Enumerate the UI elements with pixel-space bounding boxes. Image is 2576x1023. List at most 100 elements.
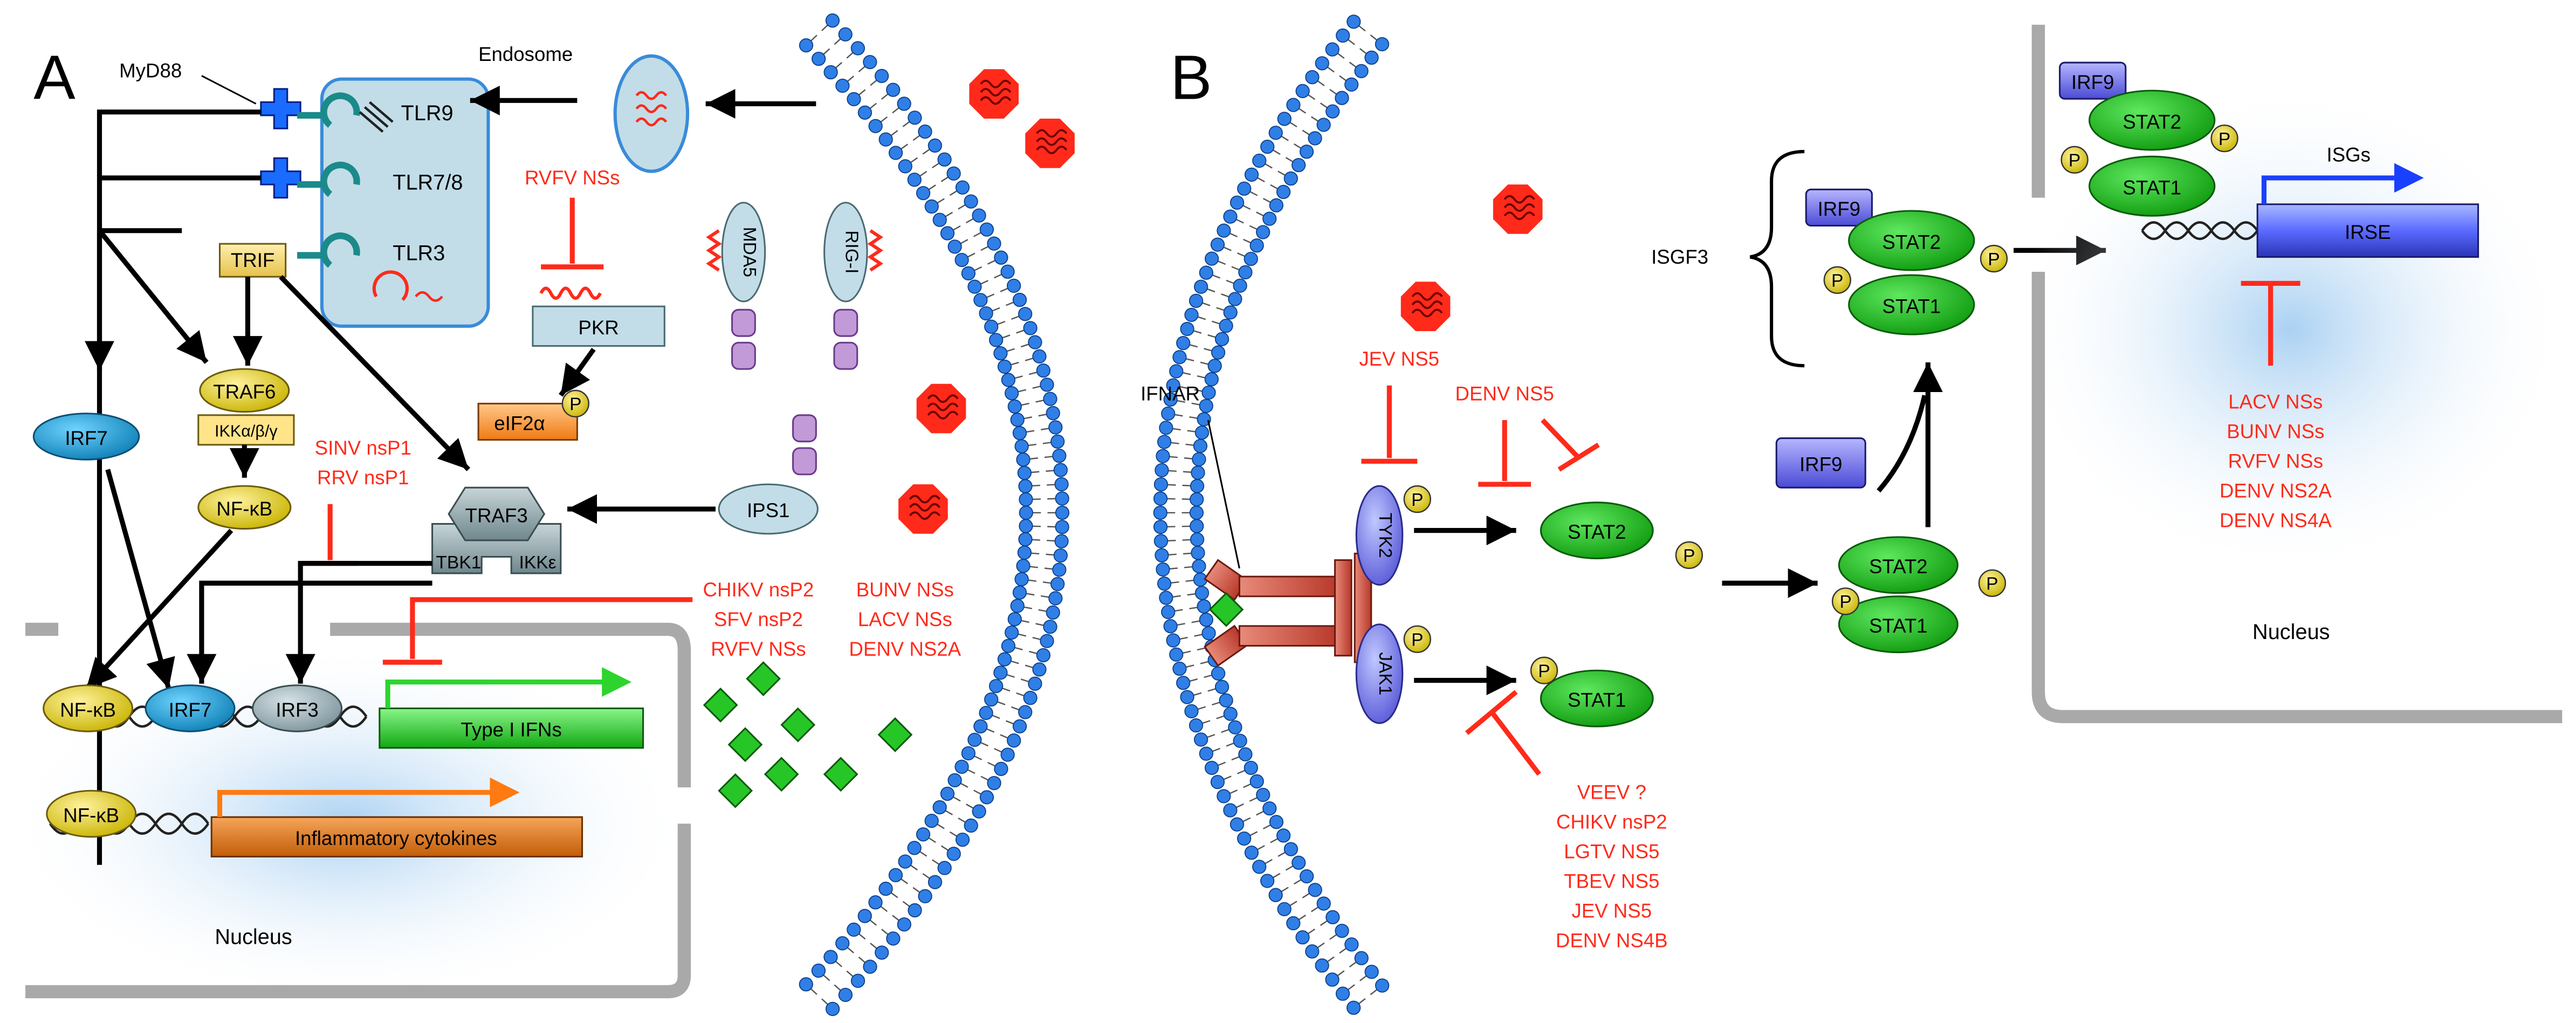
ikk-complex-label: IKKα/β/γ — [215, 422, 278, 441]
lipid-head — [1199, 399, 1213, 413]
lipid-head — [973, 293, 988, 307]
lipid-head — [863, 959, 877, 974]
lipid-head — [1219, 318, 1233, 333]
traf6-node — [199, 368, 290, 413]
lipid-head — [1199, 746, 1213, 761]
lipid-head — [1277, 902, 1292, 916]
inhibitor-denv-ns2a-b: DENV NS2A — [2220, 480, 2332, 502]
lipid-head — [993, 346, 1008, 361]
lipid-head — [946, 166, 961, 181]
lipid-head — [799, 977, 813, 992]
irf7-nuclear — [145, 684, 236, 732]
lipid-head — [993, 665, 1008, 680]
type1-ifn-gene — [379, 708, 644, 749]
nucleus-b-label: Nucleus — [2252, 620, 2330, 644]
lipid-head — [1295, 930, 1310, 945]
inhibitor-jak-stem — [1489, 710, 1541, 776]
stat1-phospho: P — [1538, 662, 1550, 682]
lipid-head — [1189, 505, 1204, 520]
stat2-phospho: P — [1683, 546, 1695, 566]
isgf3-irf9-label: IRF9 — [1818, 198, 1860, 220]
lipid-head — [1005, 625, 1019, 640]
lipid-head — [1032, 349, 1047, 364]
heterodimer-stat1-label: STAT1 — [1869, 615, 1928, 637]
traf6-label: TRAF6 — [213, 381, 276, 403]
heterodimer-stat1 — [1838, 595, 1959, 654]
stat2-phosphorylated — [1540, 502, 1654, 560]
lipid-head — [1000, 264, 1015, 279]
dna-irse — [2141, 221, 2259, 241]
nuclear-phospho-1: P — [2218, 129, 2230, 149]
lipid-head — [1019, 519, 1033, 533]
lipid-head — [1194, 279, 1208, 294]
lipid-head — [967, 732, 982, 747]
lipid-head — [1153, 534, 1169, 548]
lipid-head — [1023, 321, 1038, 335]
lipid-head — [1228, 292, 1242, 306]
lipid-head — [863, 55, 877, 70]
trif-box — [218, 243, 287, 278]
irf9-free — [1775, 437, 1866, 489]
nuclear-phospho-2: P — [2069, 151, 2080, 171]
endosome-bubble — [613, 54, 690, 173]
lipid-head — [979, 306, 993, 321]
lipid-head — [1172, 350, 1187, 365]
lipid-head — [1156, 449, 1170, 463]
lipid-head — [1053, 548, 1068, 563]
lipid-head — [947, 239, 962, 254]
lipid-head — [988, 333, 1004, 347]
eif2a-label: eIF2α — [494, 412, 545, 434]
lipid-head — [1028, 335, 1042, 349]
lipid-head — [1300, 869, 1314, 884]
lipid-head — [897, 917, 911, 932]
lipid-head — [955, 180, 970, 195]
nfkb-nuclear-2-label: NF-κB — [63, 804, 119, 826]
lipid-head — [1228, 720, 1242, 734]
lipid-head — [1335, 91, 1349, 105]
stat1-phosphorylated — [1540, 669, 1654, 727]
nuclear-stat2-label: STAT2 — [2122, 111, 2181, 133]
inhibitor-jev-ns5-top: JEV NS5 — [1359, 348, 1439, 370]
myd88-signal-lines — [85, 109, 471, 865]
inhibitor-denv-bar-2 — [1557, 442, 1600, 472]
inhibitor-denv-ns4a: DENV NS4A — [2220, 510, 2332, 532]
inhibitor-lacv-nss-b: LACV NSs — [2228, 391, 2323, 413]
lipid-head — [1354, 951, 1369, 965]
plasma-membrane-a — [799, 13, 1070, 1017]
lipid-head — [972, 208, 986, 223]
inflammatory-gene — [210, 816, 583, 857]
lipid-head — [1286, 916, 1301, 931]
lipid-head — [1223, 803, 1238, 818]
myd88-shape-2 — [260, 157, 301, 199]
lipid-head — [1018, 479, 1033, 493]
tbk1-signal-lines — [187, 561, 432, 684]
lipid-head — [1036, 648, 1050, 663]
lipid-head — [888, 868, 903, 882]
inflammatory-label: Inflammatory cytokines — [295, 827, 497, 849]
isgf3-stat1 — [1848, 274, 1975, 335]
lipid-head — [1007, 399, 1022, 414]
lipid-head — [1155, 463, 1169, 478]
lipid-head — [997, 359, 1012, 374]
lipid-head — [1276, 828, 1291, 843]
inhibitor-jak-bar — [1465, 690, 1518, 735]
lipid-head — [967, 279, 982, 294]
lipid-head — [1315, 958, 1329, 973]
lipid-head — [847, 92, 861, 107]
lipid-head — [1325, 42, 1339, 57]
inhibitor-bunv-nss-a: BUNV NSs — [856, 579, 954, 601]
lipid-head — [1001, 638, 1016, 653]
inflammatory-transcription-arrow — [217, 777, 520, 818]
lipid-head — [1190, 479, 1205, 493]
lipid-head — [1169, 647, 1184, 662]
lipid-head — [886, 931, 901, 946]
lipid-head — [924, 199, 939, 214]
nuclear-irf9-label: IRF9 — [2071, 71, 2114, 93]
inhibitor-bunv-nss-b: BUNV NSs — [2227, 421, 2324, 443]
lipid-head — [1163, 619, 1178, 634]
lipid-head — [1189, 293, 1204, 308]
lipid-head — [811, 51, 826, 66]
lipid-head — [1252, 860, 1267, 874]
lipid-head — [868, 119, 883, 133]
lipid-head — [1217, 223, 1231, 238]
